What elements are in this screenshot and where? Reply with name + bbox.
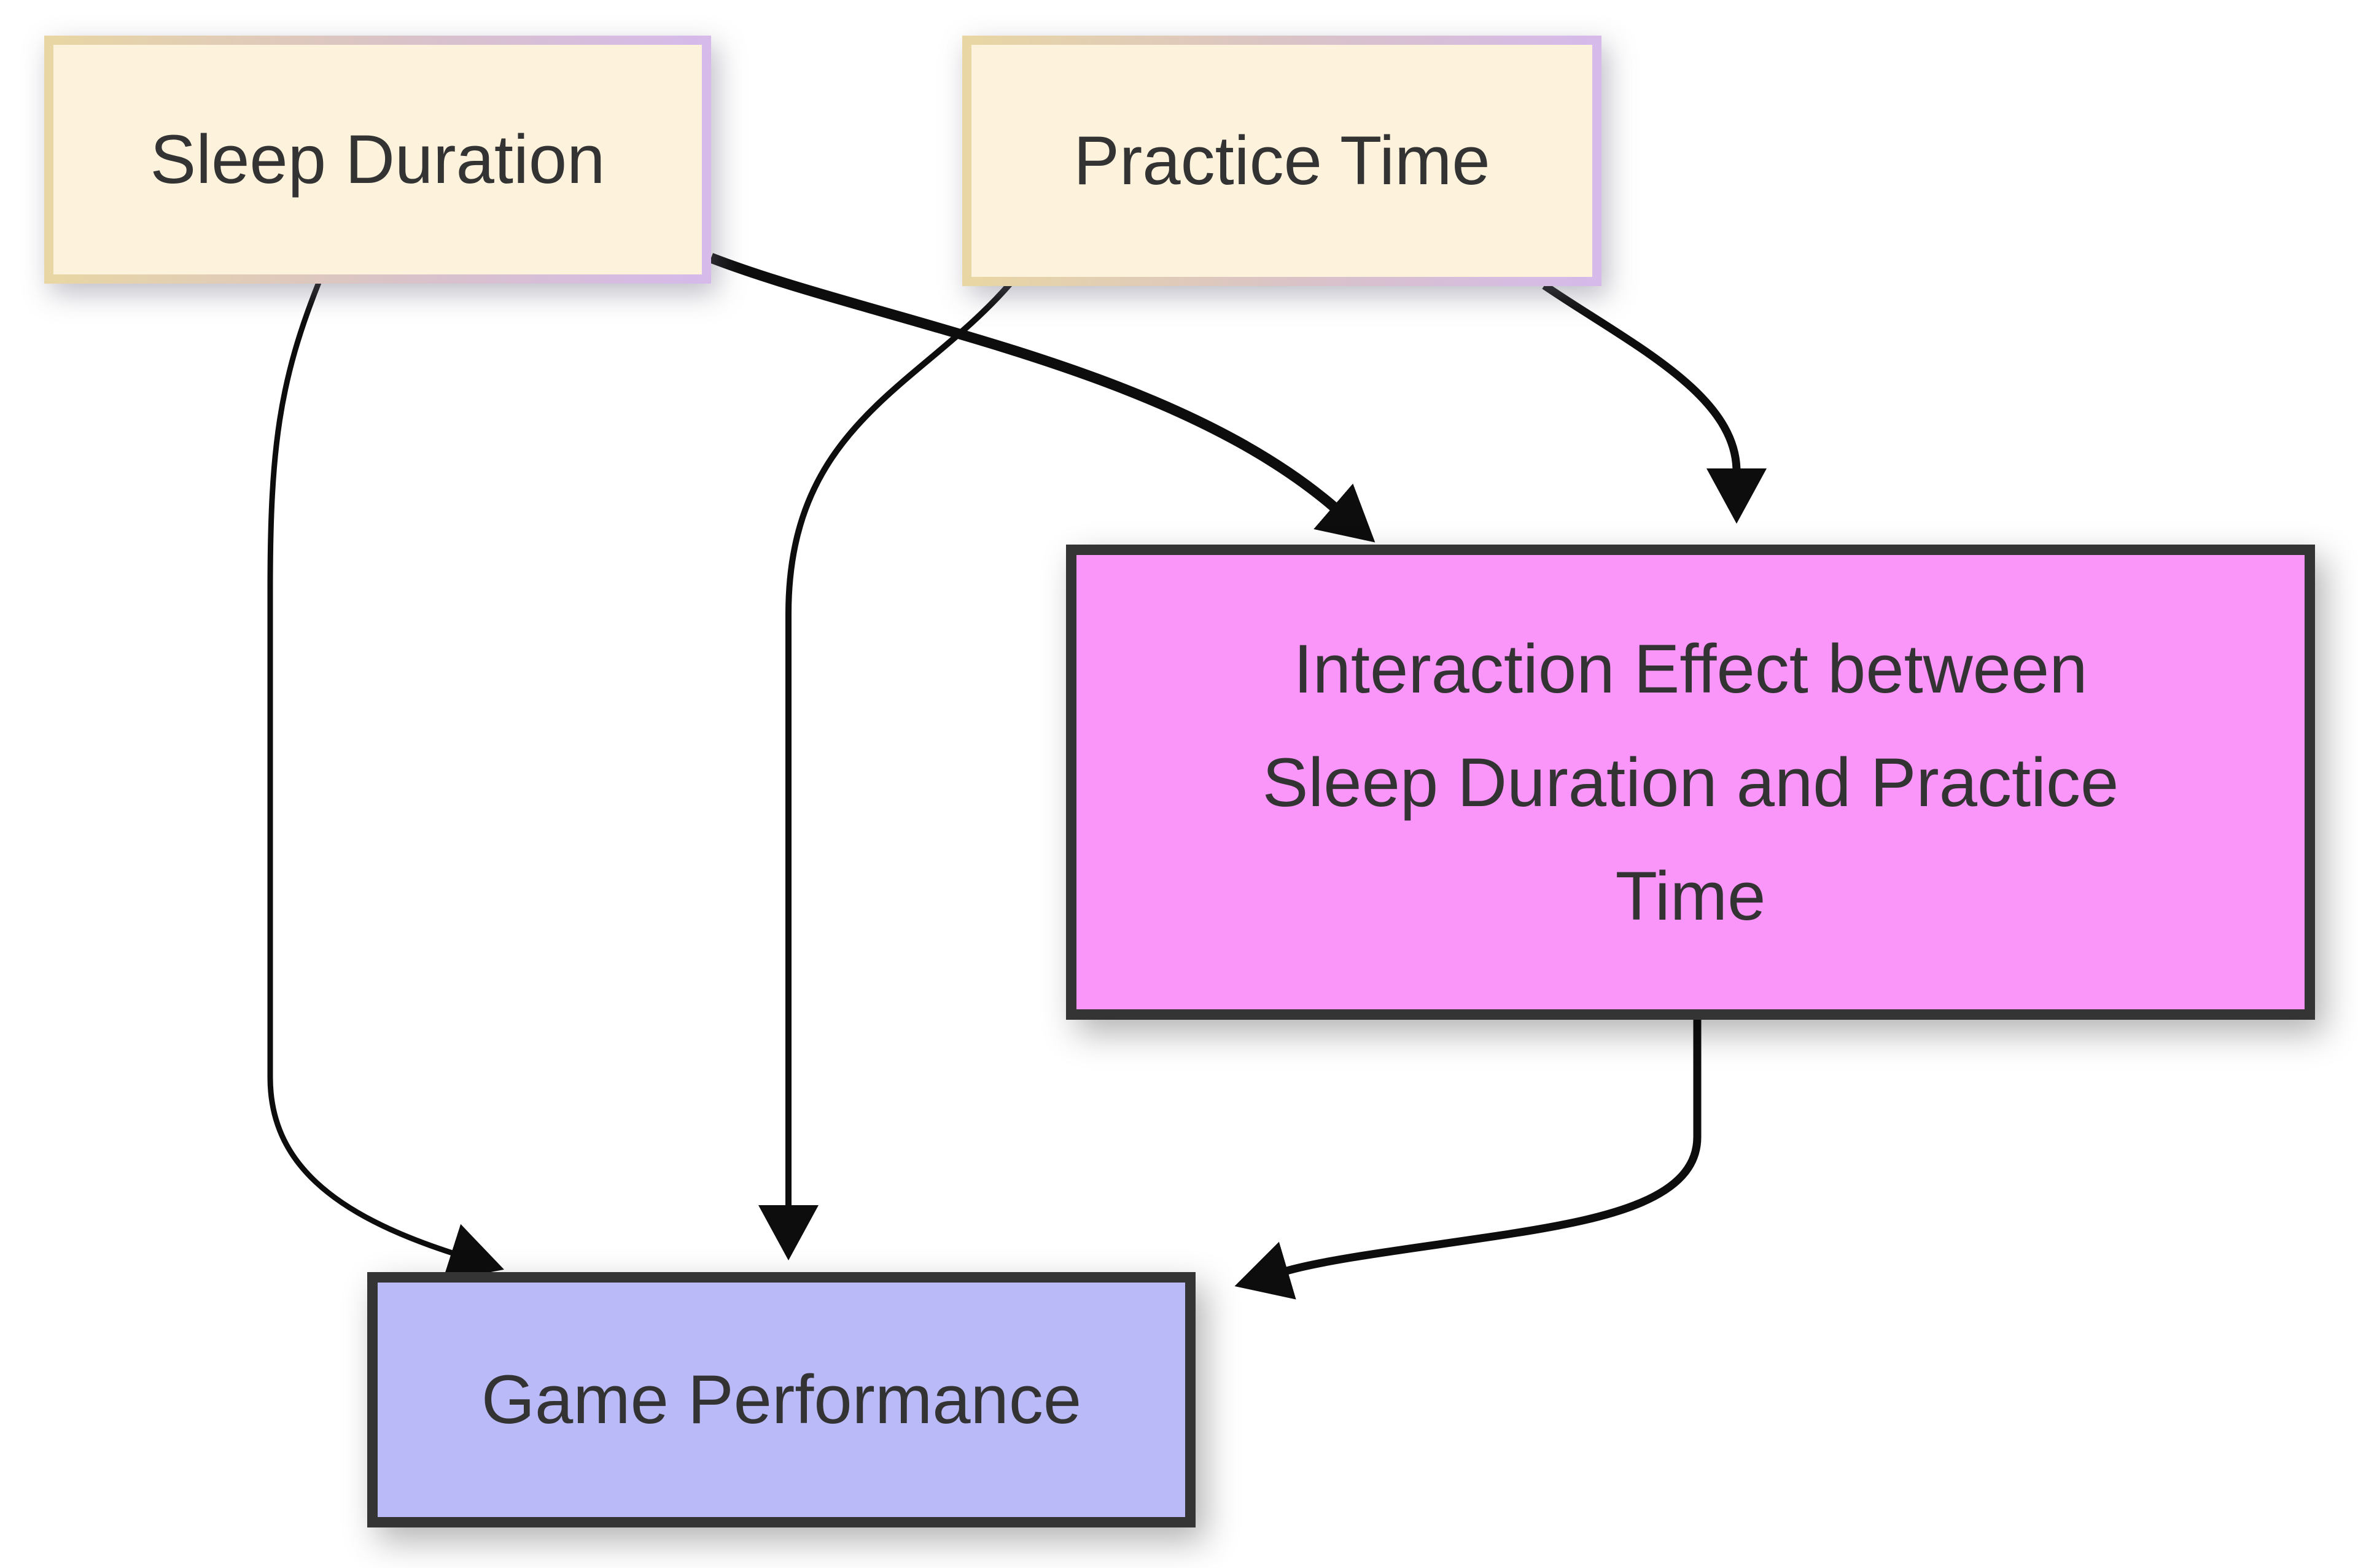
edge-sleep-duration-to-game-performance [267,280,504,1282]
node-practice-time-label: Practice Time [1073,122,1490,200]
node-interaction-effect-label-line3: Time [1615,857,1766,934]
edge-interaction-effect-to-game-performance [1234,1020,1702,1300]
node-game-performance-label: Game Performance [481,1361,1082,1438]
node-interaction-effect: Interaction Effect between Sleep Duratio… [1066,545,2315,1020]
node-interaction-effect-label-line1: Interaction Effect between [1293,630,2088,707]
edge-practice-time-to-game-performance [758,281,1013,1260]
node-game-performance: Game Performance [367,1272,1196,1527]
node-practice-time: Practice Time [962,36,1601,286]
edge-practice-time-to-interaction-effect [1542,282,1767,524]
edge-sleep-duration-to-interaction-effect [709,253,1376,543]
node-sleep-duration-label: Sleep Duration [150,121,605,198]
node-sleep-duration: Sleep Duration [44,36,711,284]
node-interaction-effect-label-line2: Sleep Duration and Practice [1262,743,2119,821]
